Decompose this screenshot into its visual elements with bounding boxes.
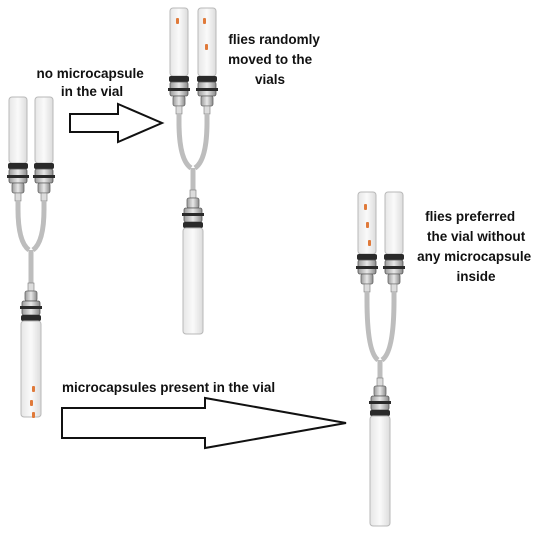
connector-left-band	[168, 88, 190, 91]
tubing-right	[31, 201, 47, 253]
preferred-line-2: the vial without	[427, 229, 526, 244]
vial-left	[169, 7, 189, 77]
fly-marker-icon	[366, 222, 369, 228]
connector-bottom-tip	[376, 377, 384, 387]
connector-bottom-ring	[370, 410, 390, 416]
tubing-left	[15, 201, 31, 253]
t-maze-apparatus-start	[7, 96, 55, 418]
right-arrow-icon-long	[61, 396, 347, 450]
capsules-present-label: microcapsules present in the vial	[62, 380, 275, 395]
fly-marker-icon	[203, 18, 206, 24]
random-line-3: vials	[255, 72, 285, 87]
connector-bottom-nozzle	[24, 290, 38, 302]
fly-marker-icon	[176, 18, 179, 24]
random-label: flies randomly moved to the vials	[228, 32, 324, 87]
connector-right-ring	[197, 76, 217, 82]
tubing-left	[364, 292, 380, 363]
t-maze-apparatus-control	[168, 7, 218, 335]
connector-right-nozzle	[37, 182, 51, 194]
connector-right-band	[33, 175, 55, 178]
connector-left-band	[7, 175, 29, 178]
connector-bottom-band	[369, 401, 391, 404]
no-capsule-line-2: in the vial	[61, 84, 123, 99]
connector-left-ring	[357, 254, 377, 260]
random-line-2: moved to the	[228, 52, 312, 67]
preferred-line-1: flies preferred	[425, 209, 515, 224]
connector-right-nozzle	[387, 273, 401, 285]
fly-marker-icon	[368, 240, 371, 246]
tubing-right	[193, 114, 210, 171]
vial-left	[8, 96, 28, 164]
fly-marker-icon	[30, 400, 33, 406]
connector-left-tip	[363, 283, 371, 293]
connector-bottom-ring	[183, 222, 203, 228]
connector-right-ring	[384, 254, 404, 260]
vial-bottom	[369, 415, 391, 527]
fly-marker-icon	[205, 44, 208, 50]
connector-right-ring	[34, 163, 54, 169]
connector-left-nozzle	[11, 182, 25, 194]
preferred-line-4: inside	[456, 269, 496, 284]
connector-bottom-ring	[21, 315, 41, 321]
connector-bottom-tip	[27, 282, 35, 292]
fly-marker-icon	[32, 412, 35, 418]
connector-bottom-nozzle	[373, 385, 387, 397]
vial-bottom	[20, 320, 42, 418]
tubing-left	[176, 114, 193, 171]
connector-right-band	[196, 88, 218, 91]
connector-left-band	[356, 266, 378, 269]
connector-bottom-nozzle	[186, 197, 200, 209]
connector-right-tip	[390, 283, 398, 293]
connector-right-band	[383, 266, 405, 269]
no-capsule-label: no microcapsule in the vial	[36, 66, 147, 99]
vial-right	[197, 7, 217, 77]
preferred-label: flies preferred the vial without any mic…	[417, 209, 535, 284]
preferred-line-3: any microcapsule	[417, 249, 532, 264]
no-capsule-line-1: no microcapsule	[36, 66, 144, 81]
connector-left-tip	[175, 105, 183, 115]
connector-left-ring	[169, 76, 189, 82]
vial-right	[34, 96, 54, 164]
connector-left-nozzle	[360, 273, 374, 285]
connector-left-ring	[8, 163, 28, 169]
fly-marker-icon	[364, 204, 367, 210]
vial-bottom	[182, 227, 204, 335]
connector-right-tip	[203, 105, 211, 115]
connector-bottom-band	[20, 306, 42, 309]
fly-marker-icon	[32, 386, 35, 392]
random-line-1: flies randomly	[228, 32, 320, 47]
connector-right-tip	[40, 192, 48, 202]
connector-left-tip	[14, 192, 22, 202]
connector-left-nozzle	[172, 95, 186, 107]
t-maze-apparatus-test	[356, 191, 405, 527]
right-arrow-icon	[69, 102, 165, 144]
connector-right-nozzle	[200, 95, 214, 107]
tubing-right	[380, 292, 397, 363]
connector-bottom-band	[182, 213, 204, 216]
connector-bottom-tip	[189, 189, 197, 199]
vial-right	[384, 191, 404, 255]
